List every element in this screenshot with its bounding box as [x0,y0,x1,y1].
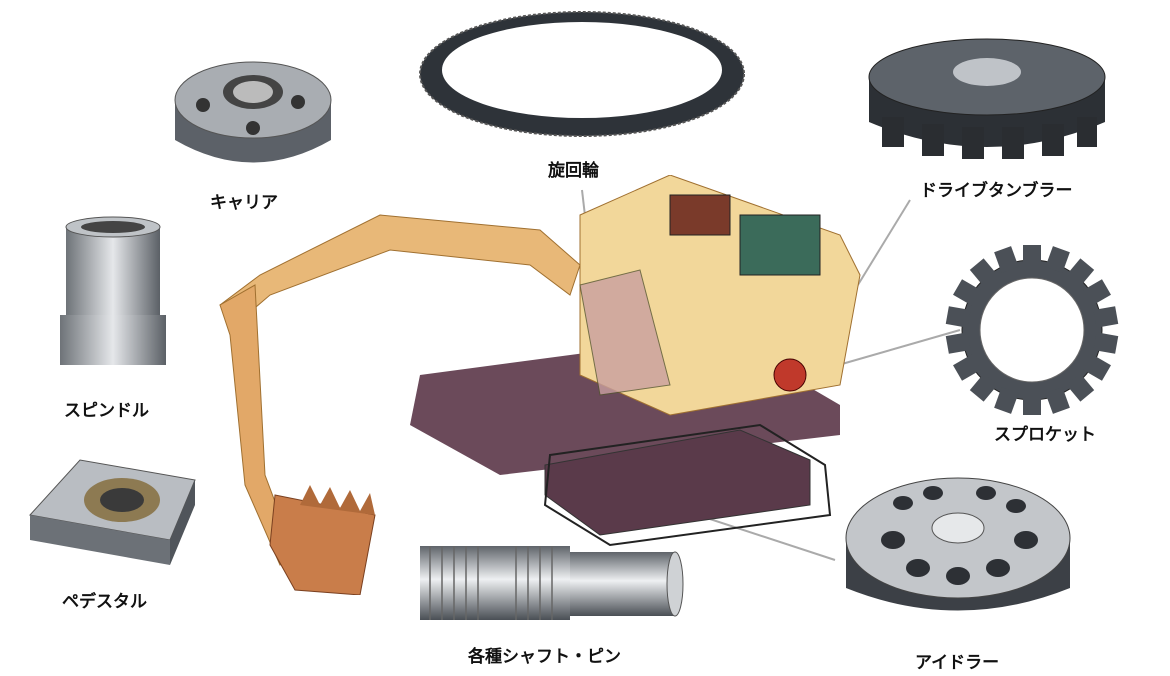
boom [219,214,581,326]
slewing-ring-label: 旋回輪 [548,161,599,181]
undercarriage-outline [543,423,832,547]
sprocket-label: スプロケット [994,425,1096,445]
slewing-ring-image [419,11,745,137]
spindle-image [60,216,166,365]
cab [579,269,671,396]
idler-label: アイドラー [915,653,1000,673]
shafts-pins-label: 各種シャフト・ピン [468,647,621,667]
drive-tumbler-label: ドライブタンブラー [920,181,1073,201]
leader-sprocket [827,329,961,369]
shafts-pins-image [420,546,684,620]
drive-tumbler-image [868,38,1106,159]
spindle-label: スピンドル [64,401,149,421]
engine-parts [669,194,731,236]
pedestal-image [29,459,196,565]
excavator-cutaway-illustration [219,175,861,595]
engine-block [739,214,821,276]
carrier-label: キャリア [210,193,278,213]
bucket-teeth [300,485,375,515]
pedestal-label: ペデスタル [62,592,147,612]
carrier-image [174,61,332,163]
drive-motor [773,358,807,392]
sprocket-image [945,245,1119,415]
idler-image [845,477,1071,611]
